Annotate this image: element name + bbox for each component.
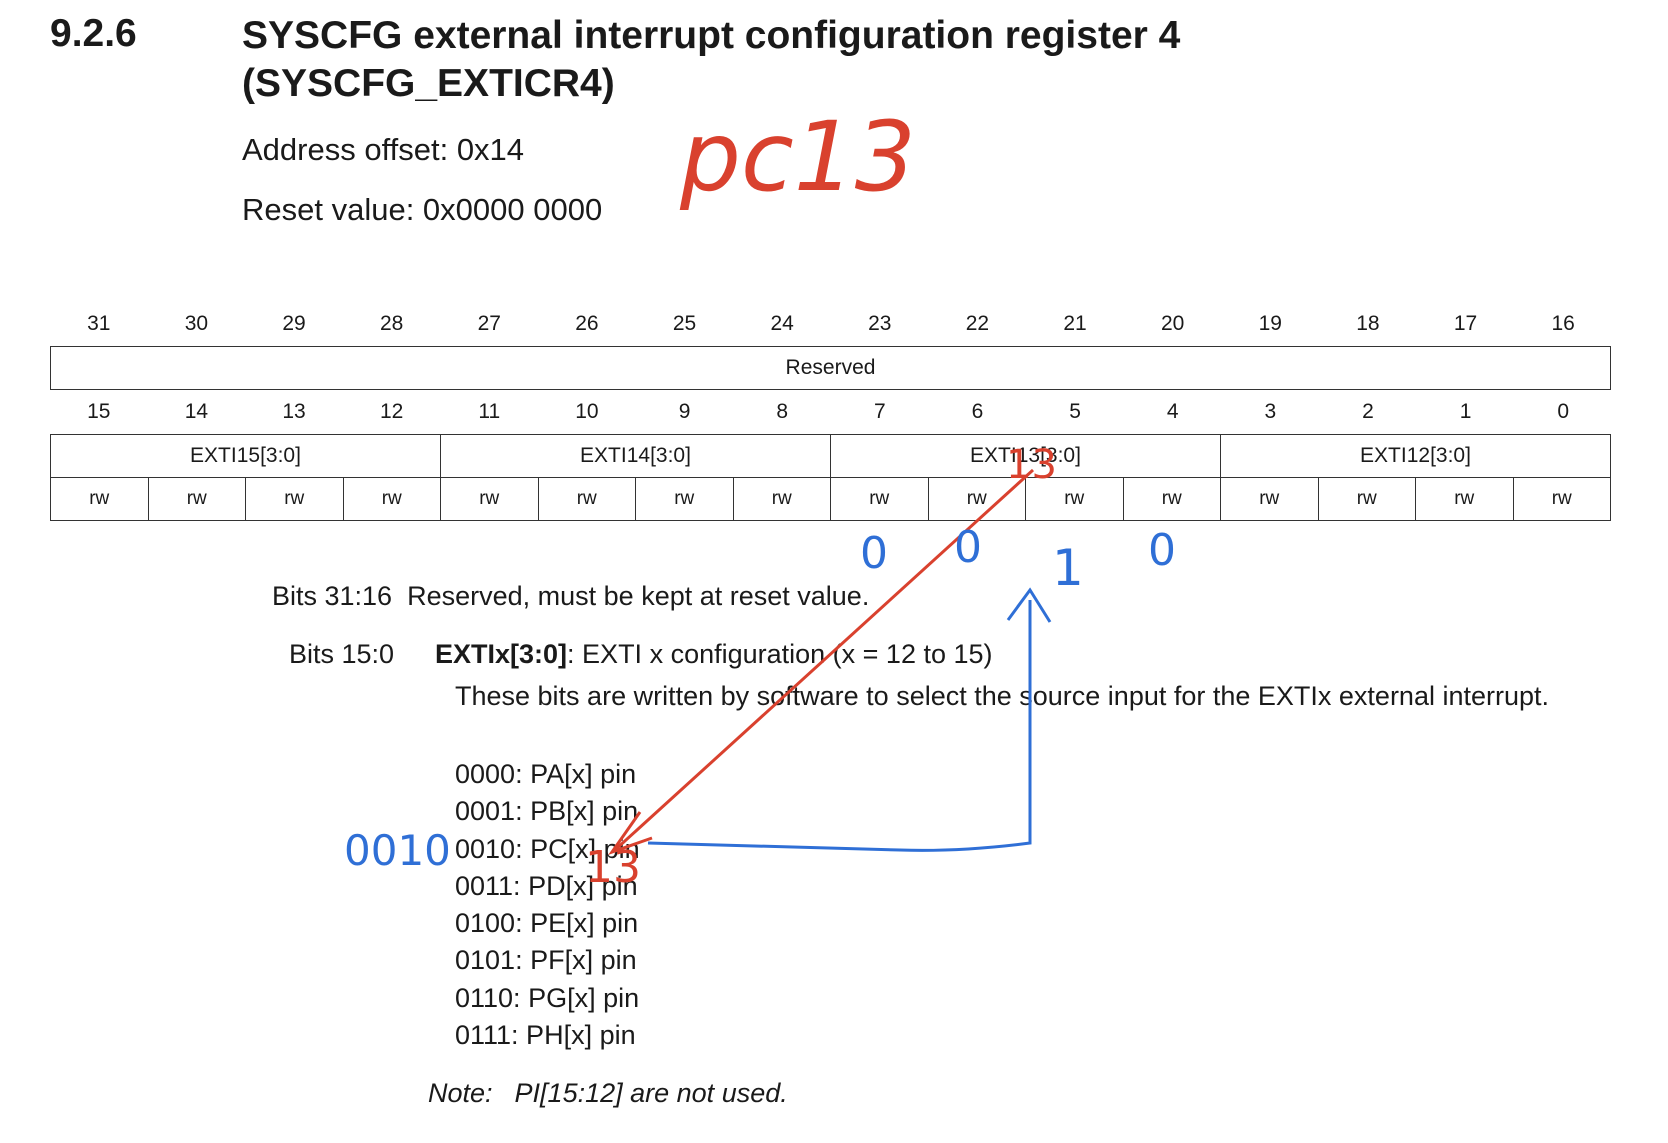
blue-bit-value: 1	[1052, 539, 1084, 597]
bit-number: 3	[1264, 400, 1277, 423]
field-exti15: EXTI15[3:0]	[50, 434, 441, 478]
upper-bit-numbers: 31 30 29 28 27 26 25 24 23 22 21 20 19 1…	[50, 312, 1612, 336]
list-item: 0001: PB[x] pin	[455, 796, 639, 827]
access-cell: rw	[1025, 477, 1124, 521]
bit-number: 26	[575, 312, 599, 335]
access-cell: rw	[537, 477, 636, 521]
bit-number: 20	[1161, 312, 1185, 335]
reserved-field: Reserved	[50, 346, 1611, 390]
bit-number: 25	[672, 312, 697, 335]
bits-15-0-paragraph: These bits are written by software to se…	[455, 681, 1550, 711]
access-cell: rw	[635, 477, 734, 521]
bits-31-16-text: Reserved, must be kept at reset value.	[407, 581, 870, 611]
field-exti13: EXTI13[3:0]	[830, 434, 1221, 478]
section-number: 9.2.6	[50, 12, 137, 55]
note-label: Note:	[428, 1078, 493, 1108]
access-cell: rw	[50, 477, 149, 521]
address-offset: Address offset: 0x14	[242, 132, 525, 167]
note: Note: PI[15:12] are not used.	[428, 1078, 788, 1109]
access-cell: rw	[830, 477, 929, 521]
bit-number: 4	[1166, 400, 1179, 423]
bit-number: 29	[282, 312, 306, 335]
blue-arrow-head-icon	[1006, 587, 1052, 623]
blue-bit-value: 0	[954, 522, 982, 573]
red-annotation-pc13: pc13	[679, 101, 916, 213]
blue-bit-value: 0	[860, 528, 888, 579]
list-item: 0110: PG[x] pin	[455, 982, 640, 1013]
bits-15-0-text: : EXTI x configuration (x = 12 to 15)	[567, 639, 993, 669]
bits-15-0-label: Bits 15:0	[289, 639, 395, 669]
bit-number: 0	[1557, 400, 1570, 423]
bit-number: 24	[770, 312, 794, 335]
section-title-line1: SYSCFG external interrupt configuration …	[242, 14, 1181, 57]
bit-number: 19	[1258, 312, 1282, 335]
bit-number: 27	[477, 312, 501, 335]
blue-annotation-code: 0010	[344, 826, 451, 875]
bit-number: 10	[575, 400, 599, 423]
list-item: 0010: PC[x] pin	[455, 833, 640, 864]
bits-31-16-label: Bits 31:16	[272, 581, 393, 611]
bit-number: 2	[1362, 400, 1374, 423]
list-item: 0111: PH[x] pin	[455, 1020, 636, 1051]
bit-number: 1	[1459, 400, 1472, 423]
access-cell: rw	[245, 477, 344, 521]
bit-number: 28	[380, 312, 404, 335]
bit-number: 16	[1551, 312, 1575, 335]
list-item: 0000: PA[x] pin	[455, 759, 637, 789]
list-item: 0011: PD[x] pin	[455, 870, 638, 901]
access-cell: rw	[1220, 477, 1319, 521]
source-options-list: 0000: PA[x] pin 0001: PB[x] pin 0010: PC…	[455, 756, 640, 1054]
blue-bit-value: 0	[1148, 525, 1176, 576]
bits-15-0-field: EXTIx[3:0]	[435, 639, 568, 669]
bit-number: 31	[87, 312, 111, 335]
access-cell: rw	[732, 477, 831, 521]
note-text: PI[15:12] are not used.	[514, 1078, 788, 1108]
section-title-line2: (SYSCFG_EXTICR4)	[242, 62, 615, 105]
bit-number: 11	[478, 400, 501, 423]
bit-number: 7	[873, 400, 886, 423]
bit-number: 22	[965, 312, 990, 335]
bit-number: 8	[776, 400, 789, 423]
bits-15-0-heading: EXTIx[3:0]: EXTI x configuration (x = 12…	[435, 636, 993, 673]
bit-number: 9	[678, 400, 691, 423]
field-exti12: EXTI12[3:0]	[1220, 434, 1611, 478]
access-cell: rw	[1415, 477, 1514, 521]
bit-number: 6	[971, 400, 984, 423]
field-exti14: EXTI14[3:0]	[440, 434, 831, 478]
access-cell: rw	[1122, 477, 1221, 521]
access-cell: rw	[342, 477, 441, 521]
access-cell: rw	[147, 477, 246, 521]
list-item: 0100: PE[x] pin	[455, 908, 639, 939]
bit-number: 21	[1063, 312, 1087, 335]
access-cell: rw	[1512, 477, 1611, 521]
bit-number: 18	[1356, 312, 1380, 335]
register-upper-table: Reserved	[50, 346, 1611, 390]
bit-number: 23	[868, 312, 892, 335]
bit-number: 30	[184, 312, 209, 335]
list-item: 0101: PF[x] pin	[455, 945, 637, 976]
bit-number: 14	[184, 400, 209, 423]
bits-31-16-row: Bits 31:16 Reserved, must be kept at res…	[272, 578, 869, 615]
bit-number: 13	[282, 400, 306, 423]
register-lower-table: EXTI15[3:0] EXTI14[3:0] EXTI13[3:0] EXTI…	[50, 434, 1611, 521]
bit-number: 12	[380, 400, 404, 423]
bit-number: 17	[1453, 312, 1478, 335]
lower-bit-numbers: 15 14 13 12 11 10 9 8 7 6 5 4 3 2 1 0	[50, 400, 1612, 424]
bit-number: 5	[1069, 400, 1081, 423]
access-cell: rw	[440, 477, 539, 521]
reset-value: Reset value: 0x0000 0000	[242, 192, 603, 227]
section-title: SYSCFG external interrupt configuration …	[242, 12, 1542, 108]
access-cell: rw	[927, 477, 1026, 521]
access-cell: rw	[1317, 477, 1416, 521]
bit-number: 15	[87, 400, 111, 423]
